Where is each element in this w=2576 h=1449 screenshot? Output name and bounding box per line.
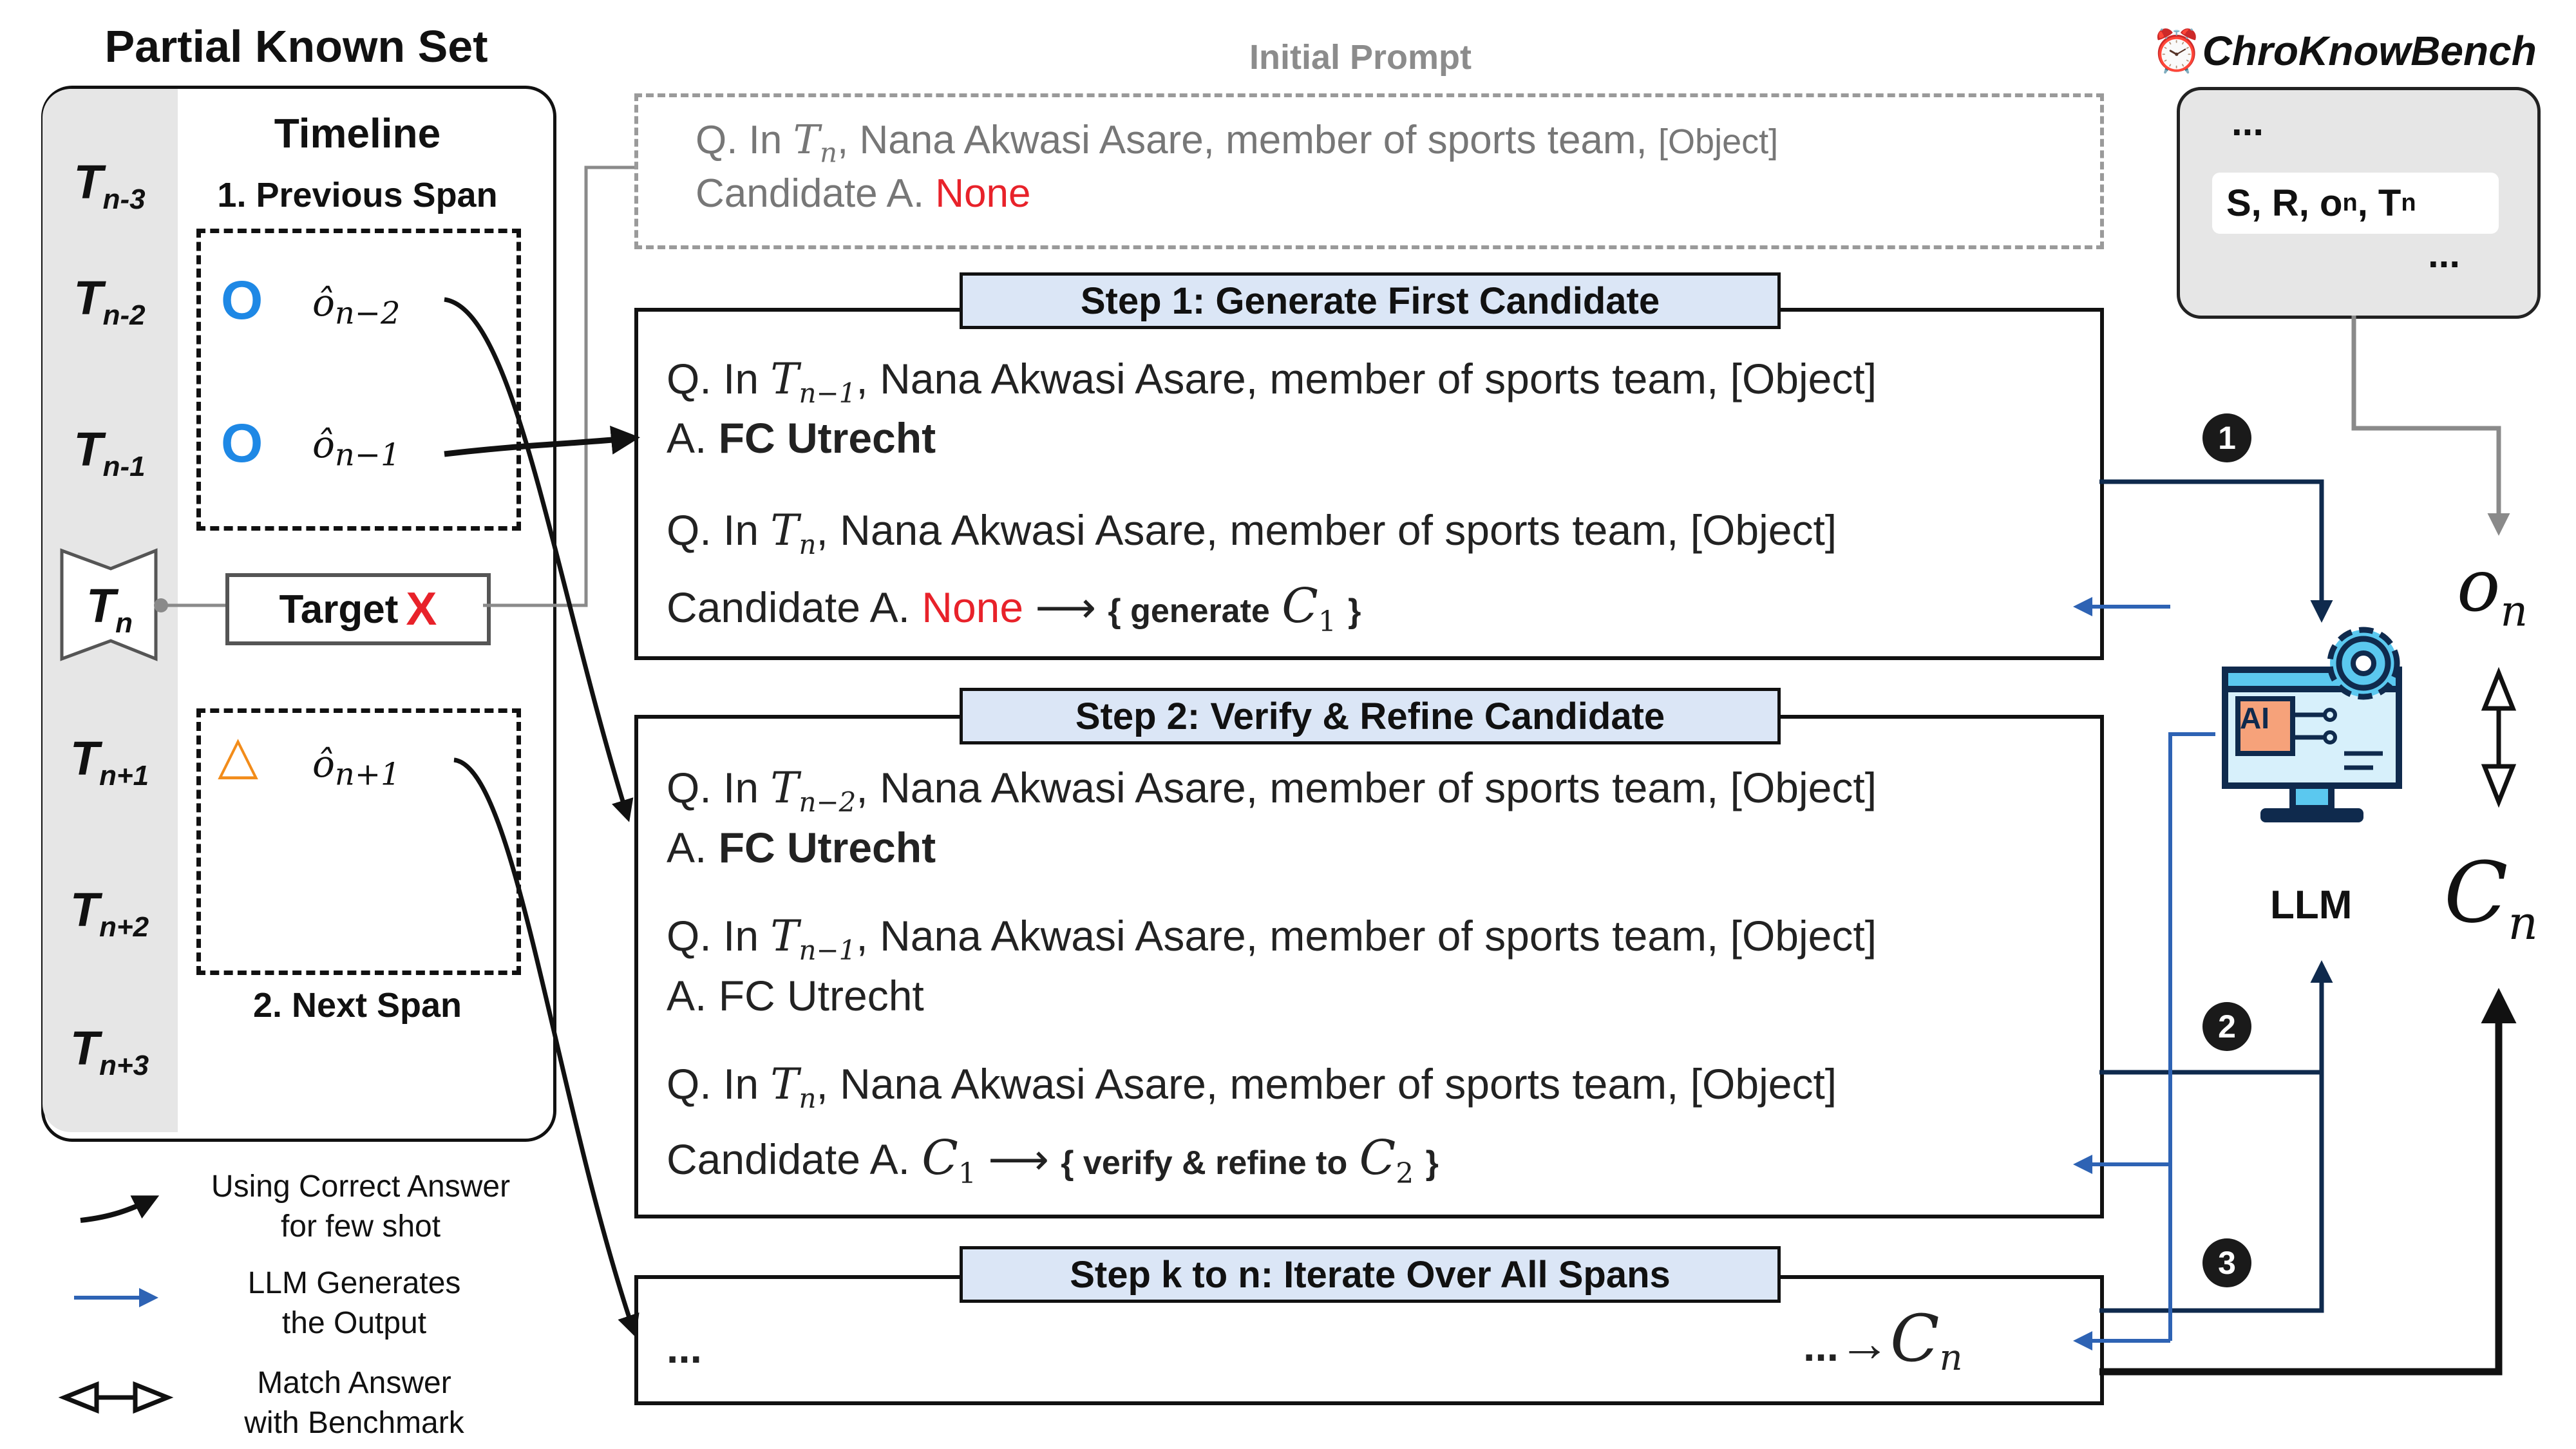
step2-title: Step 2: Verify & Refine Candidate (960, 688, 1781, 744)
step2-question-2: Q. In Tn−1, Nana Akwasi Asare, member of… (667, 911, 1877, 967)
object-n-2: ôn−2 (312, 281, 401, 332)
benchmark-title: ⏰ChroKnowBench (2151, 28, 2537, 74)
step2-candidate: Candidate A. C1 ⟶ { verify & refine to C… (667, 1130, 1439, 1191)
benchmark-dots-bottom: ... (2428, 232, 2461, 276)
step1-title: Step 1: Generate First Candidate (960, 272, 1781, 329)
time-label-n+1: Tn+1 (70, 732, 149, 791)
llm-computer-icon (2222, 627, 2402, 822)
object-n+1: ôn+1 (312, 742, 401, 793)
object-n-1: ôn−1 (312, 422, 401, 473)
stepk-result: ...→Cn (1803, 1301, 1963, 1379)
initial-prompt-question: Q. In Tn, Nana Akwasi Asare, member of s… (696, 116, 1779, 169)
step2-answer-2: A. FC Utrecht (667, 972, 924, 1019)
benchmark-dots-top: ... (2231, 100, 2264, 144)
time-label-n-1: Tn-1 (73, 422, 146, 482)
step2-answer-1: A. FC Utrecht (667, 824, 936, 871)
legend-match-arrow (58, 1381, 174, 1414)
next-span-title: 2. Next Span (252, 986, 462, 1025)
time-label-n+2: Tn+2 (70, 883, 149, 943)
stepk-title: Step k to n: Iterate Over All Spans (960, 1246, 1781, 1303)
previous-span-title: 1. Previous Span (217, 176, 498, 214)
initial-prompt-title: Initial Prompt (1249, 38, 1472, 77)
step-number-1: 1 (2202, 413, 2251, 462)
initial-prompt-box (634, 93, 2104, 249)
step1-to-llm-arrow (2099, 479, 2333, 623)
step1-question-1: Q. In Tn−1, Nana Akwasi Asare, member of… (667, 354, 1877, 410)
match-double-arrow (2481, 667, 2517, 808)
step-number-3: 3 (2202, 1238, 2251, 1287)
target-label: Target (279, 587, 399, 632)
known-circle-marker: O (221, 270, 263, 330)
stepk-to-cn-arrow (2099, 988, 2517, 1376)
step-number-2: 2 (2202, 1002, 2251, 1051)
time-label-n: Tn (86, 579, 133, 639)
timeline-title: Timeline (274, 110, 441, 156)
time-label-n+3: Tn+3 (70, 1021, 149, 1081)
stepk-left-ellipsis: ... (667, 1324, 703, 1372)
step2-question-1: Q. In Tn−2, Nana Akwasi Asare, member of… (667, 763, 1877, 819)
ai-chip-label: AI (2240, 701, 2269, 735)
step2-question-3: Q. In Tn, Nana Akwasi Asare, member of s… (667, 1059, 1837, 1115)
time-label-n-3: Tn-3 (73, 155, 146, 215)
step1-answer-1: A. FC Utrecht (667, 414, 936, 462)
partial-known-set-title: Partial Known Set (104, 21, 488, 71)
known-circle-marker: O (221, 413, 263, 473)
current-time-tag-icon (60, 548, 158, 661)
final-candidate-c-n: Cn (2444, 844, 2538, 950)
legend-fewshot-arrow (80, 1195, 160, 1223)
benchmark-answer-o-n: on (2457, 544, 2528, 636)
target-x-icon: X (406, 583, 437, 635)
benchmark-to-on-arrow (2351, 316, 2510, 536)
time-label-n-2: Tn-2 (73, 271, 146, 331)
initial-prompt-candidate: Candidate A. None (696, 171, 1031, 216)
step1-question-2: Q. In Tn, Nana Akwasi Asare, member of s… (667, 506, 1837, 561)
uncertain-triangle-marker: △ (218, 726, 259, 784)
step1-box (634, 308, 2104, 660)
llm-label: LLM (2270, 883, 2353, 927)
alarm-clock-icon: ⏰ (2151, 28, 2202, 74)
target-box: Target X (225, 573, 491, 645)
step1-candidate: Candidate A. None ⟶ { generate C1 } (667, 578, 1361, 639)
